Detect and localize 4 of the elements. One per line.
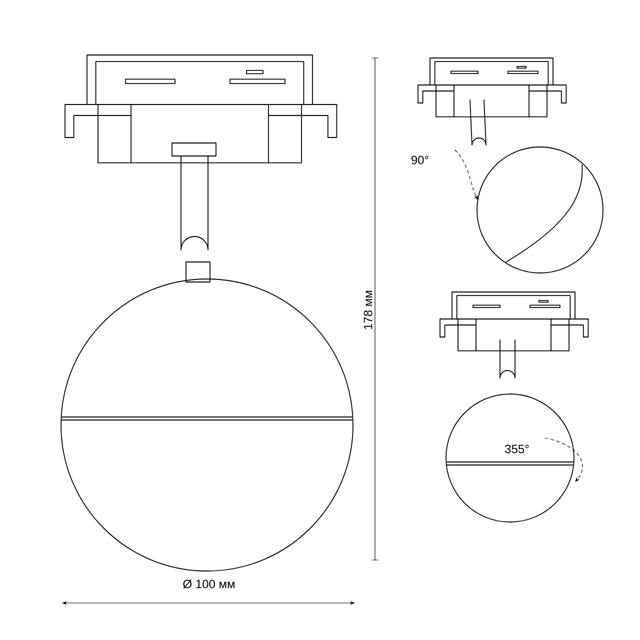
dimension-label: 178 мм bbox=[364, 290, 372, 330]
angle-label: 355° bbox=[505, 444, 529, 454]
angle-label: 90° bbox=[412, 156, 428, 164]
dimension-label: Ø 100 мм bbox=[183, 580, 234, 588]
